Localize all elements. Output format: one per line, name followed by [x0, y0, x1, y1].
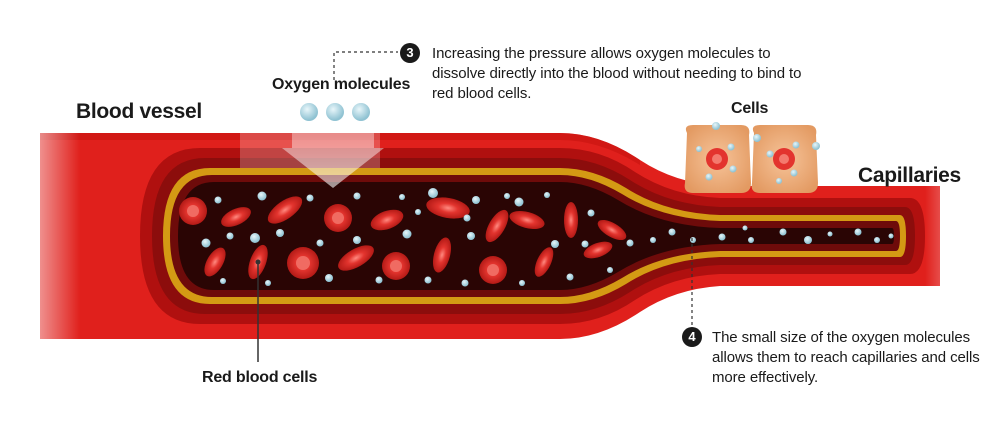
red-blood-cell [432, 237, 452, 273]
cells-label: Cells [731, 100, 769, 117]
red-blood-cell [267, 196, 303, 224]
red-blood-cell [370, 209, 404, 231]
oxygen-molecules-label: Oxygen molecules [272, 76, 411, 93]
red-blood-cells [179, 196, 627, 284]
red-blood-cell [534, 247, 554, 277]
callout-4-badge: 4 [682, 327, 702, 347]
tissue-cell [751, 125, 820, 193]
red-blood-cell [564, 202, 578, 238]
callout-3-text: Increasing the pressure allows oxygen mo… [432, 45, 802, 102]
callout-4-text: The small size of the oxygen molecules a… [712, 329, 980, 386]
callout-3-badge: 3 [400, 43, 420, 63]
red-blood-cell [324, 204, 352, 232]
leader-lines [257, 51, 693, 362]
red-blood-cell [583, 241, 613, 259]
red-blood-cell [509, 210, 545, 230]
red-blood-cell [597, 219, 627, 241]
red-blood-cell [426, 197, 470, 219]
tissue-cells [684, 122, 820, 193]
blood-vessel [0, 128, 1000, 343]
pressure-arrow [240, 100, 384, 188]
capillaries-label: Capillaries [858, 164, 961, 187]
red-blood-cell [485, 209, 509, 243]
dissolved-oxygen [201, 188, 894, 287]
oxygen-molecule-icon [326, 103, 344, 121]
tissue-cell [684, 122, 751, 193]
red-blood-cell [221, 207, 251, 227]
red-blood-cell [179, 197, 207, 225]
oxygen-molecule-icon [300, 103, 318, 121]
red-blood-cell [338, 245, 374, 271]
red-blood-cell [204, 247, 226, 277]
red-blood-cell [382, 252, 410, 280]
blood-vessel-label: Blood vessel [76, 100, 202, 123]
red-blood-cells-label: Red blood cells [202, 369, 318, 386]
oxygen-molecule-group [300, 103, 370, 121]
red-blood-cell [479, 256, 507, 284]
red-blood-cell [287, 247, 319, 279]
oxygen-molecule-icon [352, 103, 370, 121]
